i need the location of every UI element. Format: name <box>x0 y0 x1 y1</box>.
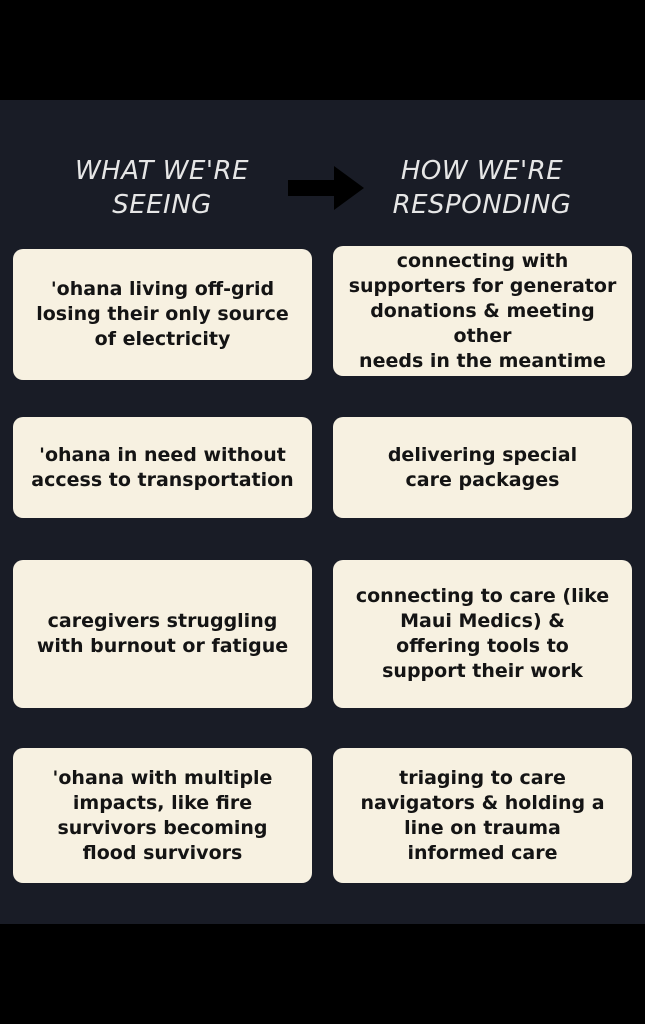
responding-card-3: connecting to care (like Maui Medics) & … <box>333 560 632 708</box>
seeing-card-3: caregivers struggling with burnout or fa… <box>13 560 312 708</box>
responding-heading: HOW WE'RE RESPONDING <box>392 156 572 220</box>
seeing-card-4: 'ohana with multiple impacts, like fire … <box>13 748 312 883</box>
responding-card-4: triaging to care navigators & holding a … <box>333 748 632 883</box>
right-arrow-icon <box>288 166 364 210</box>
responding-card-2: delivering special care packages <box>333 417 632 518</box>
seeing-card-2: 'ohana in need without access to transpo… <box>13 417 312 518</box>
responding-card-1: connecting with supporters for generator… <box>333 246 632 376</box>
seeing-card-1: 'ohana living off-grid losing their only… <box>13 249 312 380</box>
infographic-panel: WHAT WE'RE SEEING HOW WE'RE RESPONDING '… <box>0 100 645 924</box>
seeing-heading: WHAT WE'RE SEEING <box>74 156 250 220</box>
